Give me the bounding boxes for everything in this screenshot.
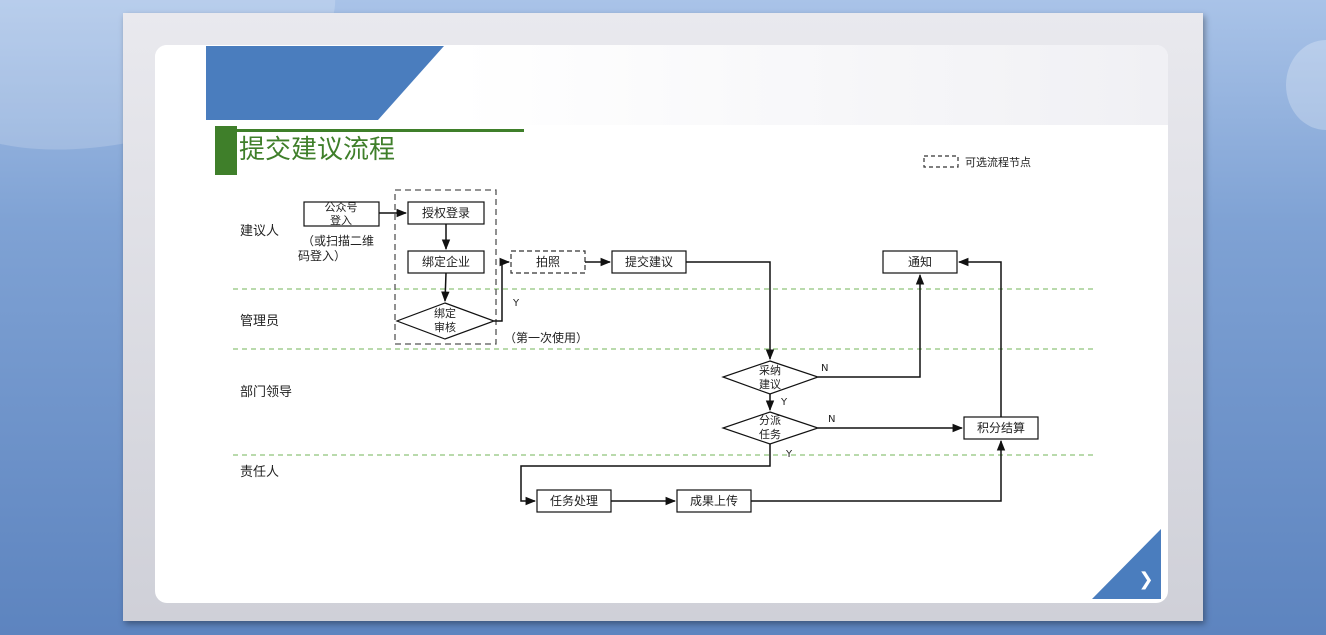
- legend-label: 可选流程节点: [965, 155, 1031, 169]
- node-points-label: 积分结算: [977, 420, 1025, 435]
- node-bind-review-line2: 审核: [434, 320, 456, 334]
- node-result-upload-label: 成果上传: [690, 493, 738, 508]
- node-notify: [882, 250, 958, 274]
- edge-label-y: Y: [512, 298, 520, 309]
- edge-label-y: Y: [780, 397, 788, 408]
- node-auth-login-label: 授权登录: [422, 205, 470, 220]
- edge-assign-yes-to-task: [520, 444, 771, 506]
- edge-points-to-notify: [957, 257, 1002, 417]
- edge-bind-to-review: [441, 272, 450, 303]
- first-use-note: （第一次使用）: [504, 330, 588, 345]
- title-underline: [237, 129, 524, 132]
- node-bind-review: [395, 302, 496, 340]
- edge-upload-to-points: [751, 439, 1006, 502]
- node-bind-company-label: 绑定企业: [422, 254, 470, 269]
- node-submit-label: 提交建议: [625, 254, 673, 269]
- next-arrow-icon[interactable]: ❯: [1138, 569, 1154, 590]
- node-task-process-label: 任务处理: [550, 493, 598, 508]
- scan-note-line2: 码登入）: [298, 248, 346, 263]
- node-gzh-login-line1: 公众号: [325, 201, 358, 214]
- edge-submit-to-adopt: [686, 261, 775, 361]
- node-assign-line2: 任务: [759, 428, 781, 441]
- edge-label-y: Y: [785, 449, 793, 460]
- node-adopt-line2: 建议: [759, 377, 781, 391]
- scan-note-line1: （或扫描二维: [302, 234, 374, 248]
- node-adopt-line1: 采纳: [759, 364, 781, 377]
- edge-adopt-no-to-notify: [818, 273, 925, 378]
- lane-label-dept-leader: 部门领导: [240, 385, 292, 400]
- node-assign-line1: 分派: [759, 414, 781, 427]
- node-bind-review-line1: 绑定: [434, 306, 456, 320]
- lane-label-admin: 管理员: [240, 314, 279, 329]
- node-gzh-login-line2: 登入: [330, 213, 352, 227]
- title-accent-bar: [215, 126, 237, 175]
- slide-title: 提交建议流程: [239, 135, 396, 165]
- lane-label-proposer: 建议人: [240, 224, 279, 239]
- edge-label-n: N: [828, 414, 835, 425]
- node-notify-label: 通知: [908, 255, 932, 269]
- lane-label-responsible: 责任人: [240, 465, 279, 480]
- node-gzh-login: [303, 201, 380, 227]
- optional-group-box: [394, 189, 497, 345]
- edge-review-to-photo: [494, 257, 511, 322]
- node-photo-label: 拍照: [536, 254, 560, 269]
- legend-dashed-box: [923, 155, 959, 168]
- edge-label-n: N: [821, 363, 828, 374]
